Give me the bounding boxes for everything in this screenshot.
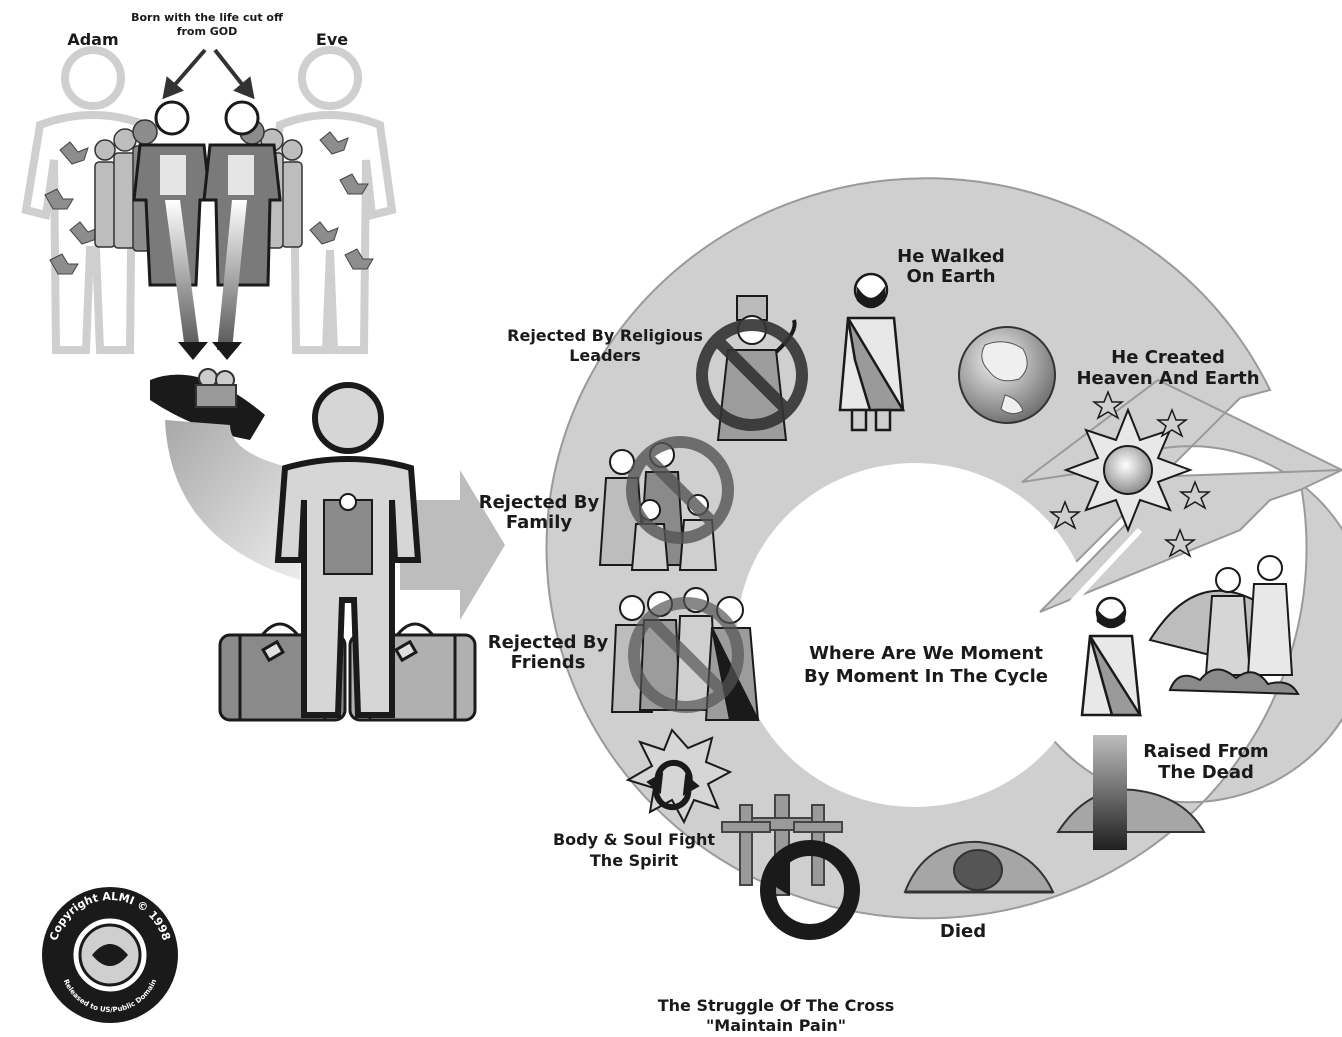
struggle-label-1: The Struggle Of The Cross	[658, 996, 895, 1015]
descent-beams	[165, 200, 247, 360]
eve-figure	[263, 46, 397, 354]
sun-icon	[1063, 407, 1193, 533]
disciples-figure	[1148, 555, 1300, 696]
growth-curve	[165, 420, 300, 580]
globe-icon	[958, 326, 1056, 424]
rejected-family-label-1: Rejected By	[479, 492, 600, 513]
struggle-label-2: "Maintain Pain"	[706, 1016, 846, 1035]
he-walked-label-1: He Walked	[897, 246, 1005, 267]
star-icons	[1048, 389, 1212, 558]
body-soul-label-2: The Spirit	[590, 851, 679, 870]
explosion-recycle-icon	[625, 728, 733, 825]
suitcases	[218, 622, 477, 722]
eve-label: Eve	[316, 30, 348, 49]
cycle-arrow-icon	[760, 840, 860, 940]
adam-label: Adam	[67, 30, 118, 49]
he-walked-label-2: On Earth	[906, 266, 995, 287]
risen-figure	[1080, 596, 1143, 717]
he-walked-figure	[838, 272, 906, 432]
born-arrows	[162, 48, 255, 100]
rejected-friends-label-1: Rejected By	[488, 632, 609, 653]
body-soul-label-1: Body & Soul Fight	[553, 830, 715, 849]
raised-label-2: The Dead	[1158, 762, 1254, 783]
born-label-line2: from GOD	[177, 25, 238, 38]
rejected-religious-label-1: Rejected By Religious	[507, 326, 703, 345]
born-label-line1: Born with the life cut off	[131, 11, 283, 24]
center-label-2: By Moment In The Cycle	[804, 666, 1048, 687]
copyright-seal: Copyright ALMI © 1998 Released to US/Pub…	[42, 887, 178, 1023]
leaves-decoration	[44, 131, 374, 275]
empty-tomb-icon	[1056, 735, 1206, 850]
adult-figure	[274, 382, 422, 718]
raised-label-1: Raised From	[1143, 741, 1268, 762]
no-sign-icon	[626, 436, 734, 544]
baby-basket	[150, 368, 265, 440]
rejected-friends-label-2: Friends	[511, 652, 586, 673]
rejected-family-label-2: Family	[506, 512, 572, 533]
he-created-label-2: Heaven And Earth	[1076, 368, 1259, 389]
he-created-label-1: He Created	[1111, 347, 1225, 368]
tomb-icon	[903, 840, 1055, 894]
entry-arrow	[400, 470, 505, 620]
center-label-1: Where Are We Moment	[809, 643, 1043, 664]
died-label: Died	[940, 921, 986, 942]
no-sign-icon	[628, 597, 744, 713]
rejected-religious-label-2: Leaders	[569, 346, 641, 365]
no-sign-icon	[696, 319, 808, 431]
